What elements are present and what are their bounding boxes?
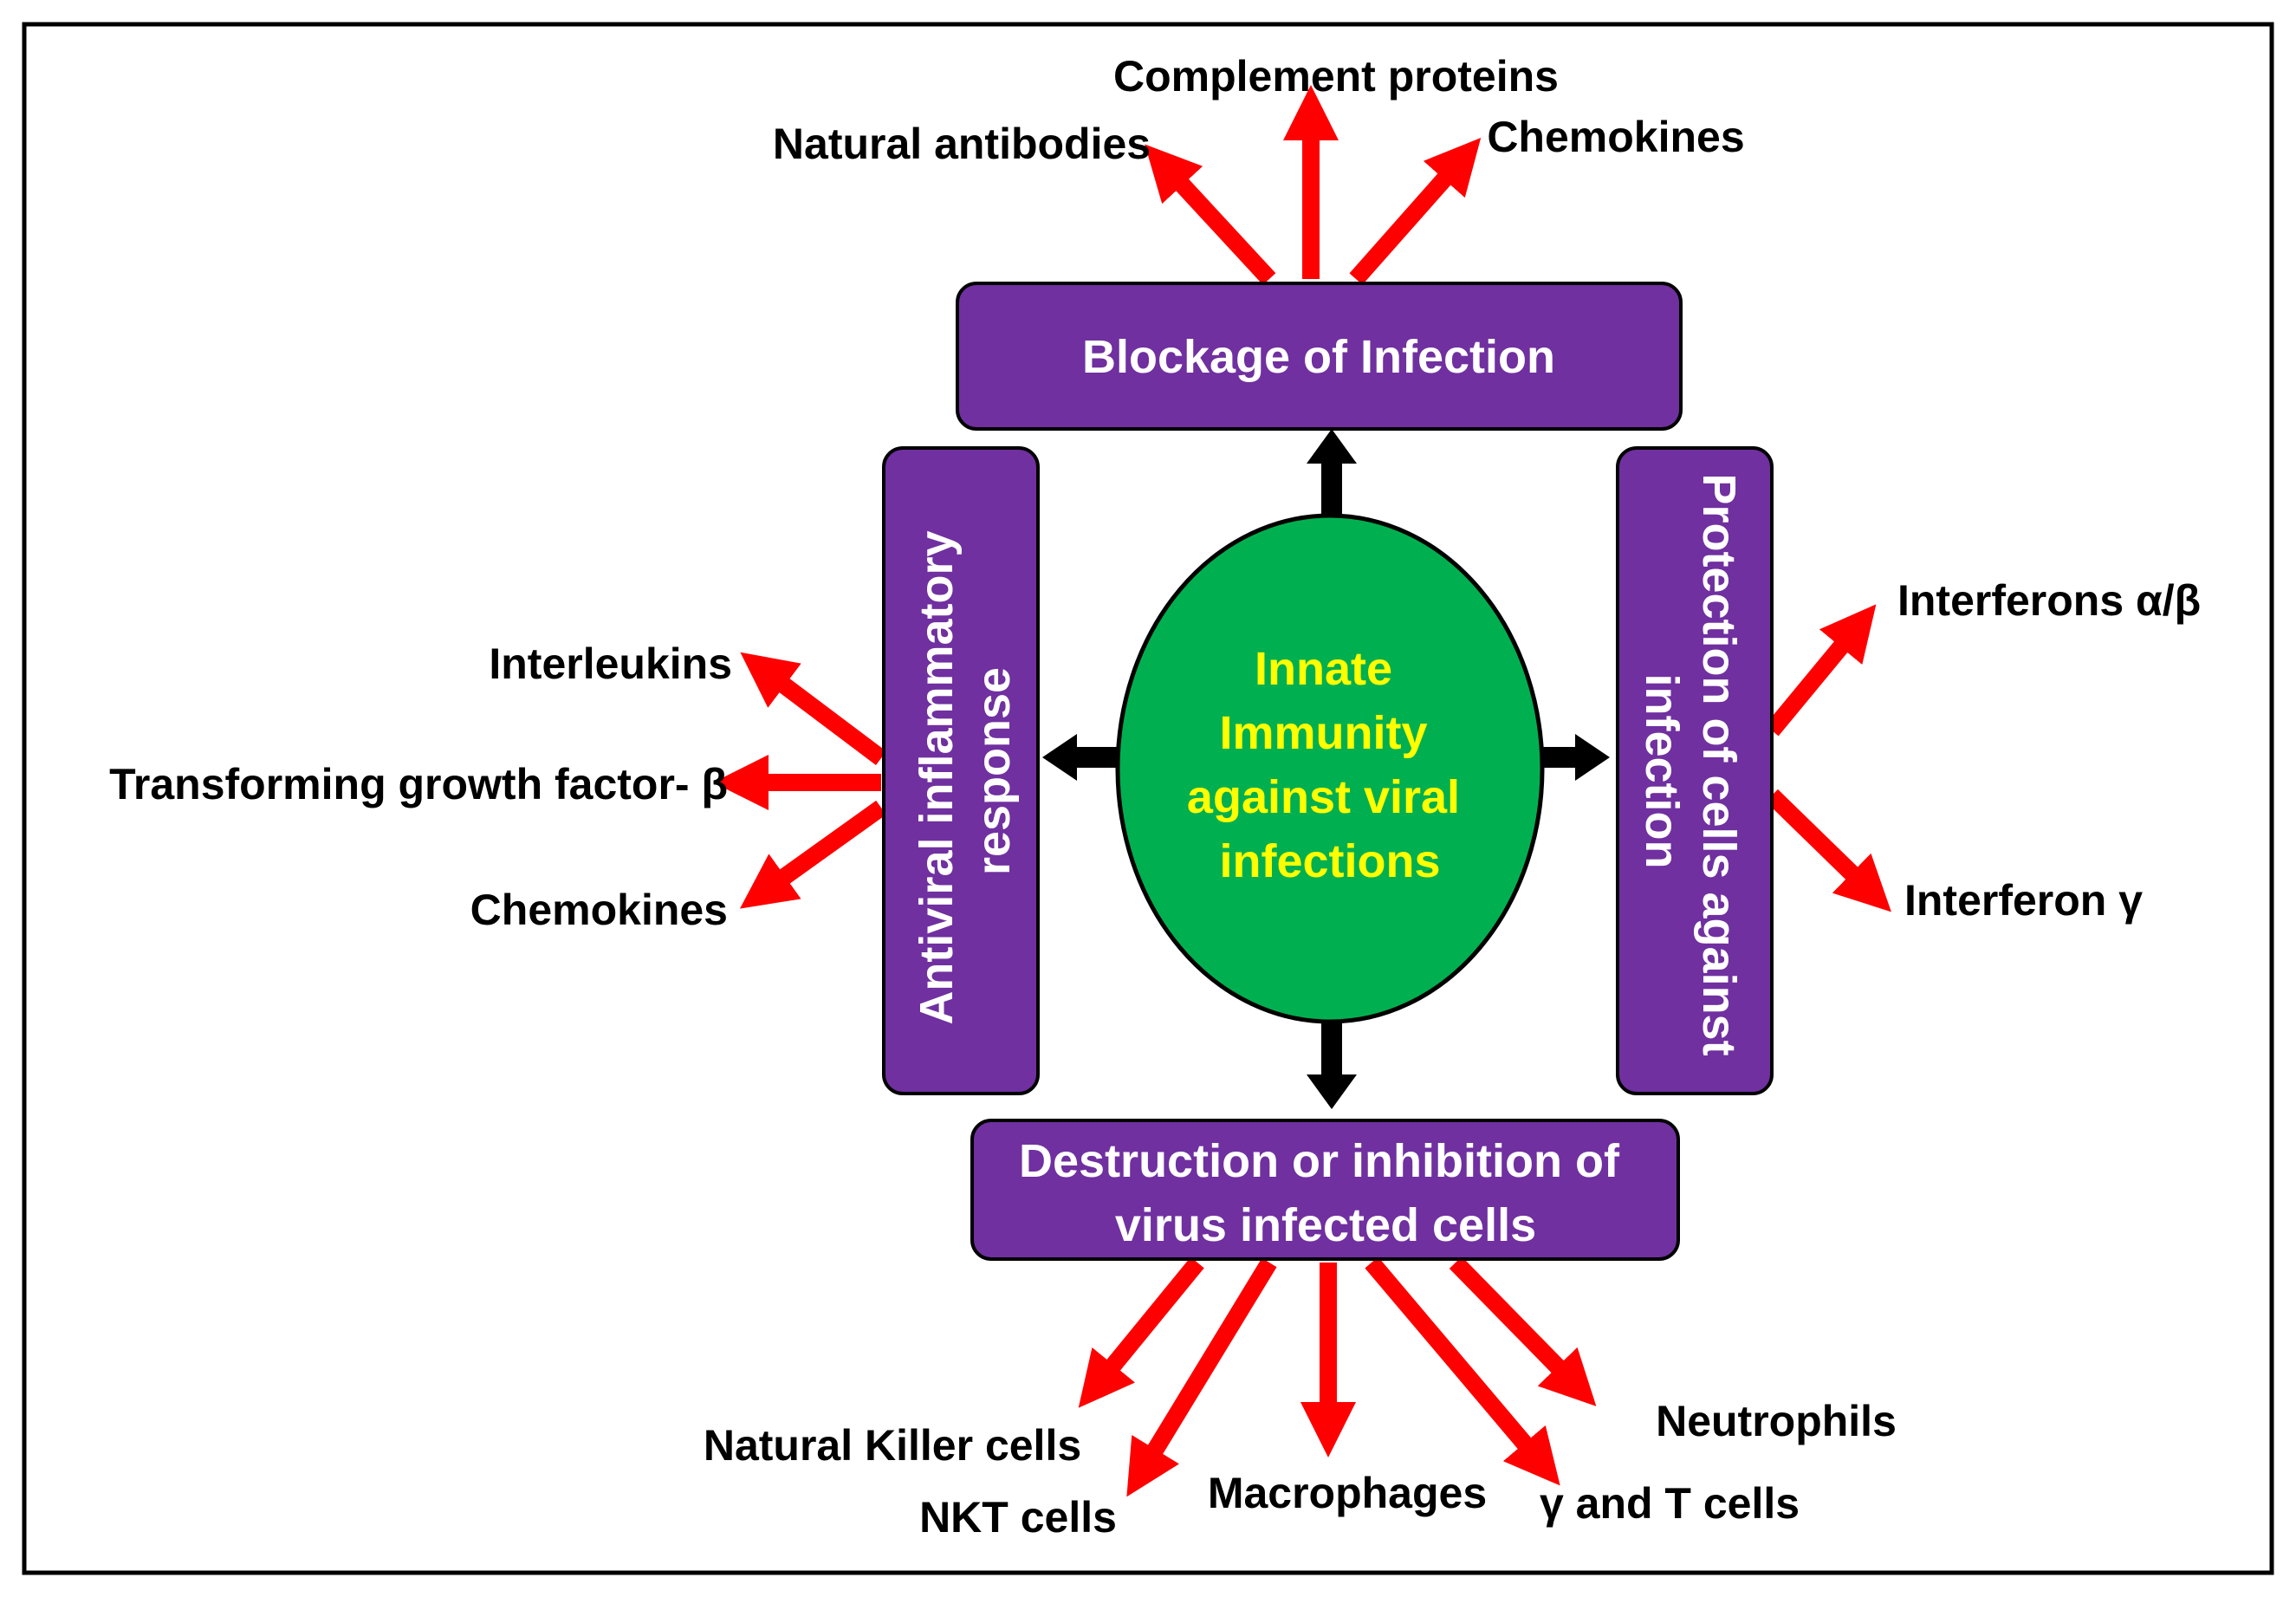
arrow-to-chemokines-left (739, 800, 886, 909)
label-gamma-t-cells: γ and T cells (1540, 1479, 1800, 1528)
box-blockage-of-infection (956, 282, 1683, 431)
box-protection-of-cells (1616, 446, 1774, 1095)
innate-immunity-ellipse (1115, 513, 1545, 1024)
box-left-label: Antiviral inflammatory response (911, 517, 1020, 1024)
center-text: Innate Immunity against viral infections (1187, 643, 1473, 887)
arrow-to-natural-killer-cells (1078, 1256, 1204, 1408)
arrow-to-interferons-alpha-beta (1765, 604, 1877, 737)
arrow-to-nkt-cells (1126, 1257, 1277, 1497)
box-right-line-1: Protection of cells against (1693, 473, 1745, 1055)
center-line-2: Immunity (1219, 707, 1427, 759)
label-macrophages: Macrophages (1208, 1469, 1487, 1517)
box-bottom-label: Destruction or inhibition of virus infec… (1019, 1135, 1632, 1251)
label-interferons-alpha-beta: Interferons α/β (1897, 576, 2201, 625)
arrow-center-to-top (1307, 429, 1357, 518)
black-arrows (1042, 429, 1610, 1109)
box-right-line-2: infection (1636, 674, 1688, 869)
box-left-line-1: Antiviral inflammatory (911, 530, 963, 1024)
center-line-4: infections (1219, 835, 1440, 887)
arrow-center-to-bottom (1307, 1021, 1357, 1109)
box-antiviral-inflammatory-response (882, 446, 1040, 1095)
box-right-label: Protection of cells against infection (1636, 473, 1745, 1068)
label-chemokines-top: Chemokines (1487, 113, 1744, 161)
arrow-to-interleukins (740, 652, 887, 765)
red-arrows (712, 84, 1891, 1497)
box-bottom-line-1: Destruction or inhibition of (1019, 1135, 1620, 1187)
box-left-line-2: response (968, 667, 1020, 875)
label-chemokines-left: Chemokines (470, 886, 728, 934)
box-destruction-inhibition (970, 1119, 1680, 1261)
label-nkt-cells: NKT cells (919, 1493, 1117, 1542)
arrow-center-to-left (1042, 734, 1118, 781)
arrow-center-to-right (1534, 734, 1610, 781)
label-interleukins: Interleukins (489, 639, 732, 688)
arrow-to-gamma-t-cells (1365, 1256, 1560, 1486)
arrow-to-neutrophils (1449, 1256, 1597, 1406)
label-interferon-gamma: Interferon γ (1904, 876, 2143, 925)
arrow-to-natural-antibodies (1145, 144, 1276, 285)
label-neutrophils: Neutrophils (1656, 1397, 1897, 1445)
label-natural-antibodies: Natural antibodies (773, 120, 1151, 168)
arrow-to-chemokines-top (1349, 138, 1482, 285)
box-top-label: Blockage of Infection (1082, 331, 1555, 383)
label-natural-killer-cells: Natural Killer cells (704, 1421, 1081, 1470)
center-line-1: Innate (1255, 643, 1392, 695)
arrow-to-interferon-gamma (1766, 789, 1891, 912)
label-tgf-beta: Transforming growth factor- β (109, 760, 728, 808)
label-complement-proteins: Complement proteins (1113, 52, 1559, 101)
box-bottom-line-2: virus infected cells (1115, 1199, 1536, 1251)
center-line-3: against viral (1187, 771, 1460, 823)
